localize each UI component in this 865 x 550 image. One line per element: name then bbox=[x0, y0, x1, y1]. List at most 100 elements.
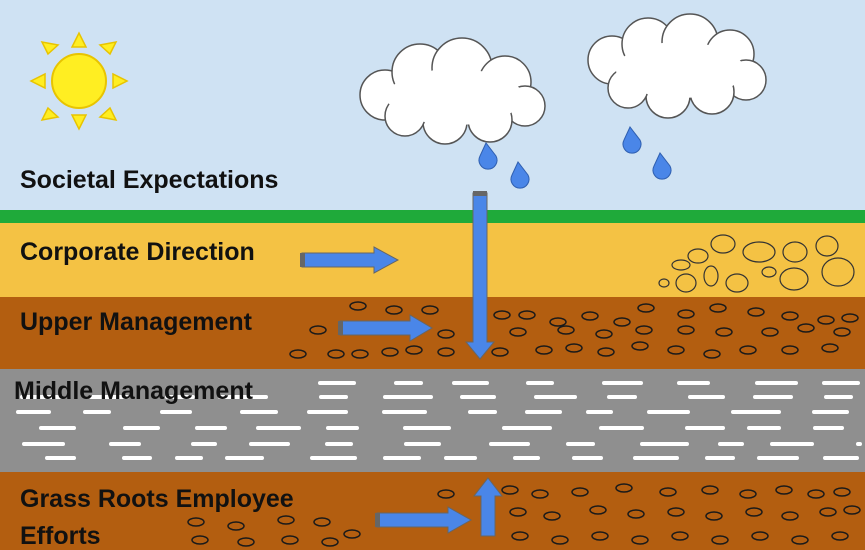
dirt-oval bbox=[491, 347, 509, 357]
rock-stripe bbox=[718, 442, 744, 446]
rock-stripe bbox=[824, 395, 853, 399]
rock-stripe bbox=[382, 410, 427, 414]
arrow-tail bbox=[300, 253, 305, 267]
dirt-oval bbox=[501, 485, 519, 495]
label-grass-roots-line1: Grass Roots Employee bbox=[20, 485, 294, 513]
dirt-oval bbox=[437, 489, 455, 499]
dirt-oval bbox=[595, 329, 613, 339]
rock-stripe bbox=[525, 410, 562, 414]
dirt-oval bbox=[615, 483, 633, 493]
dirt-oval bbox=[677, 309, 695, 319]
dirt-oval bbox=[551, 535, 569, 545]
rock-stripe bbox=[489, 442, 530, 446]
rock-stripe bbox=[688, 395, 725, 399]
dirt-oval bbox=[187, 517, 205, 527]
rock-stripe bbox=[394, 381, 423, 385]
arrow-icon bbox=[376, 506, 473, 534]
grass-roots-band bbox=[0, 472, 865, 550]
rock-stripe bbox=[647, 410, 690, 414]
label-upper-management: Upper Management bbox=[20, 308, 252, 336]
raindrop-icon bbox=[622, 126, 642, 154]
dirt-oval bbox=[677, 325, 695, 335]
rock-stripe bbox=[602, 381, 643, 385]
dirt-oval bbox=[797, 323, 815, 333]
dirt-oval bbox=[589, 505, 607, 515]
dirt-oval bbox=[309, 325, 327, 335]
rock-stripe bbox=[165, 395, 195, 399]
dirt-oval bbox=[751, 531, 769, 541]
rock-stripe bbox=[195, 426, 227, 430]
rock-stripe bbox=[225, 456, 264, 460]
arrow-icon bbox=[339, 314, 433, 342]
dirt-oval bbox=[807, 489, 825, 499]
dirt-oval bbox=[631, 341, 649, 351]
rock-stripe bbox=[513, 456, 540, 460]
dirt-oval bbox=[761, 327, 779, 337]
rock-stripe bbox=[310, 456, 357, 460]
rock-stripe bbox=[109, 442, 141, 446]
dirt-oval bbox=[509, 507, 527, 517]
dirt-oval bbox=[191, 535, 209, 545]
dirt-oval bbox=[635, 325, 653, 335]
dirt-oval bbox=[565, 343, 583, 353]
dirt-oval bbox=[667, 345, 685, 355]
dirt-oval bbox=[659, 487, 677, 497]
rock-stripe bbox=[747, 426, 781, 430]
rock-stripes bbox=[16, 381, 862, 460]
rock-stripe bbox=[452, 381, 489, 385]
rock-stripe bbox=[383, 456, 421, 460]
dirt-oval bbox=[711, 535, 729, 545]
rock-stripe bbox=[607, 395, 637, 399]
dirt-oval bbox=[597, 347, 615, 357]
rock-stripe bbox=[20, 395, 63, 399]
dirt-oval bbox=[349, 301, 367, 311]
rock-stripe bbox=[823, 456, 859, 460]
dirt-oval bbox=[613, 317, 631, 327]
rock-stripe bbox=[822, 381, 860, 385]
rock-stripe bbox=[677, 381, 710, 385]
cloud-icon bbox=[359, 37, 546, 145]
dirt-oval bbox=[705, 511, 723, 521]
label-middle-management: Middle Management bbox=[14, 377, 253, 405]
dirt-oval bbox=[543, 511, 561, 521]
dirt-oval bbox=[739, 345, 757, 355]
rock-stripe bbox=[460, 395, 496, 399]
rock-stripe bbox=[633, 456, 679, 460]
dirt-oval bbox=[531, 489, 549, 499]
rock-stripe bbox=[468, 410, 497, 414]
dirt-oval bbox=[747, 307, 765, 317]
dirt-oval bbox=[631, 535, 649, 545]
rock-stripe bbox=[599, 426, 644, 430]
rock-stripe bbox=[731, 410, 781, 414]
rock-stripe bbox=[325, 442, 353, 446]
arrow-icon bbox=[472, 477, 504, 537]
dirt-oval bbox=[281, 535, 299, 545]
dirt-oval bbox=[791, 535, 809, 545]
dirt-oval bbox=[343, 529, 361, 539]
rock-stripe bbox=[240, 410, 278, 414]
dirt-oval bbox=[833, 327, 851, 337]
dirt-oval bbox=[739, 489, 757, 499]
rock-stripe bbox=[318, 381, 356, 385]
dirt-oval bbox=[627, 509, 645, 519]
rock-stripe bbox=[566, 442, 595, 446]
dirt-oval bbox=[701, 485, 719, 495]
rock-stripe bbox=[812, 410, 849, 414]
rock-stripe bbox=[757, 456, 799, 460]
dirt-oval bbox=[775, 485, 793, 495]
rock-stripe bbox=[307, 410, 348, 414]
rock-stripe bbox=[45, 456, 76, 460]
pebbles bbox=[658, 234, 855, 293]
dirt-oval bbox=[313, 517, 331, 527]
label-grass-roots-line2: Efforts bbox=[20, 522, 101, 550]
rock-stripe bbox=[640, 442, 689, 446]
grass-strip bbox=[0, 210, 865, 223]
dirt-oval bbox=[437, 347, 455, 357]
middle-band bbox=[0, 369, 865, 472]
rock-stripe bbox=[39, 426, 76, 430]
dirt-oval bbox=[843, 505, 861, 515]
arrow-tail bbox=[338, 321, 343, 335]
rock-stripe bbox=[326, 426, 359, 430]
rock-stripe bbox=[218, 395, 268, 399]
